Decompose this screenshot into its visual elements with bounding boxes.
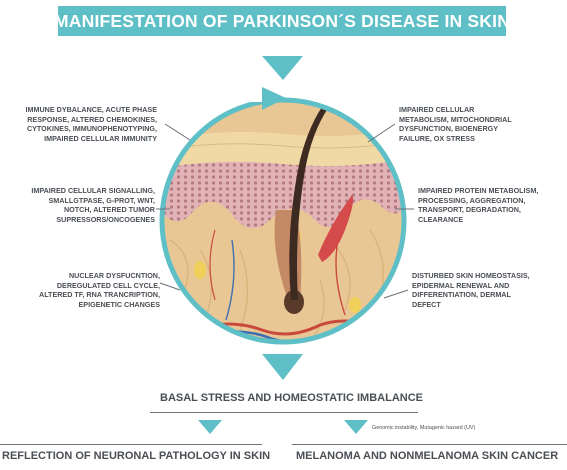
divider-bottom-right: [292, 444, 567, 445]
left-connectors: [156, 123, 191, 291]
cycle-ring: [159, 97, 407, 345]
basal-stress-label: BASAL STRESS AND HOMEOSTATIC IMBALANCE: [160, 392, 423, 404]
right-label-metabolism: IMPAIRED CELLULAR METABOLISM, MITOCHONDR…: [399, 105, 512, 143]
right-connectors: [367, 123, 414, 299]
left-label-immune: IMMUNE DYBALANCE, ACUTE PHASE RESPONSE, …: [25, 105, 157, 143]
down-arrow-icon: [262, 354, 303, 380]
down-arrow-icon: [262, 56, 303, 80]
cycle-arrow-icon: [262, 87, 286, 110]
neuronal-pathology-label: REFLECTION OF NEURONAL PATHOLOGY IN SKIN: [2, 450, 271, 462]
right-label-protein: IMPAIRED PROTEIN METABOLISM, PROCESSING,…: [418, 186, 539, 224]
left-label-signalling: IMPAIRED CELLULAR SIGNALLING, SMALLGTPAS…: [31, 186, 155, 224]
right-label-homeostasis: DISTURBED SKIN HOMEOSTASIS, EPIDERMAL RE…: [412, 271, 530, 309]
divider-bottom-left: [0, 444, 262, 445]
genomic-note: Genomic instability, Mutagenic hazard (U…: [372, 425, 476, 431]
skin-cross-section-illustration: [163, 101, 403, 341]
skin-cancer-label: MELANOMA AND NONMELANOMA SKIN CANCER: [296, 450, 559, 462]
down-arrow-icon: [344, 420, 368, 434]
left-label-nuclear: NUCLEAR DYSFUCNTION, DEREGULATED CELL CY…: [39, 271, 160, 309]
down-arrow-icon: [198, 420, 222, 434]
divider-center: [150, 412, 418, 413]
page-title: MANIFESTATION OF PARKINSON´S DISEASE IN …: [53, 10, 511, 31]
title-banner: MANIFESTATION OF PARKINSON´S DISEASE IN …: [54, 6, 510, 36]
